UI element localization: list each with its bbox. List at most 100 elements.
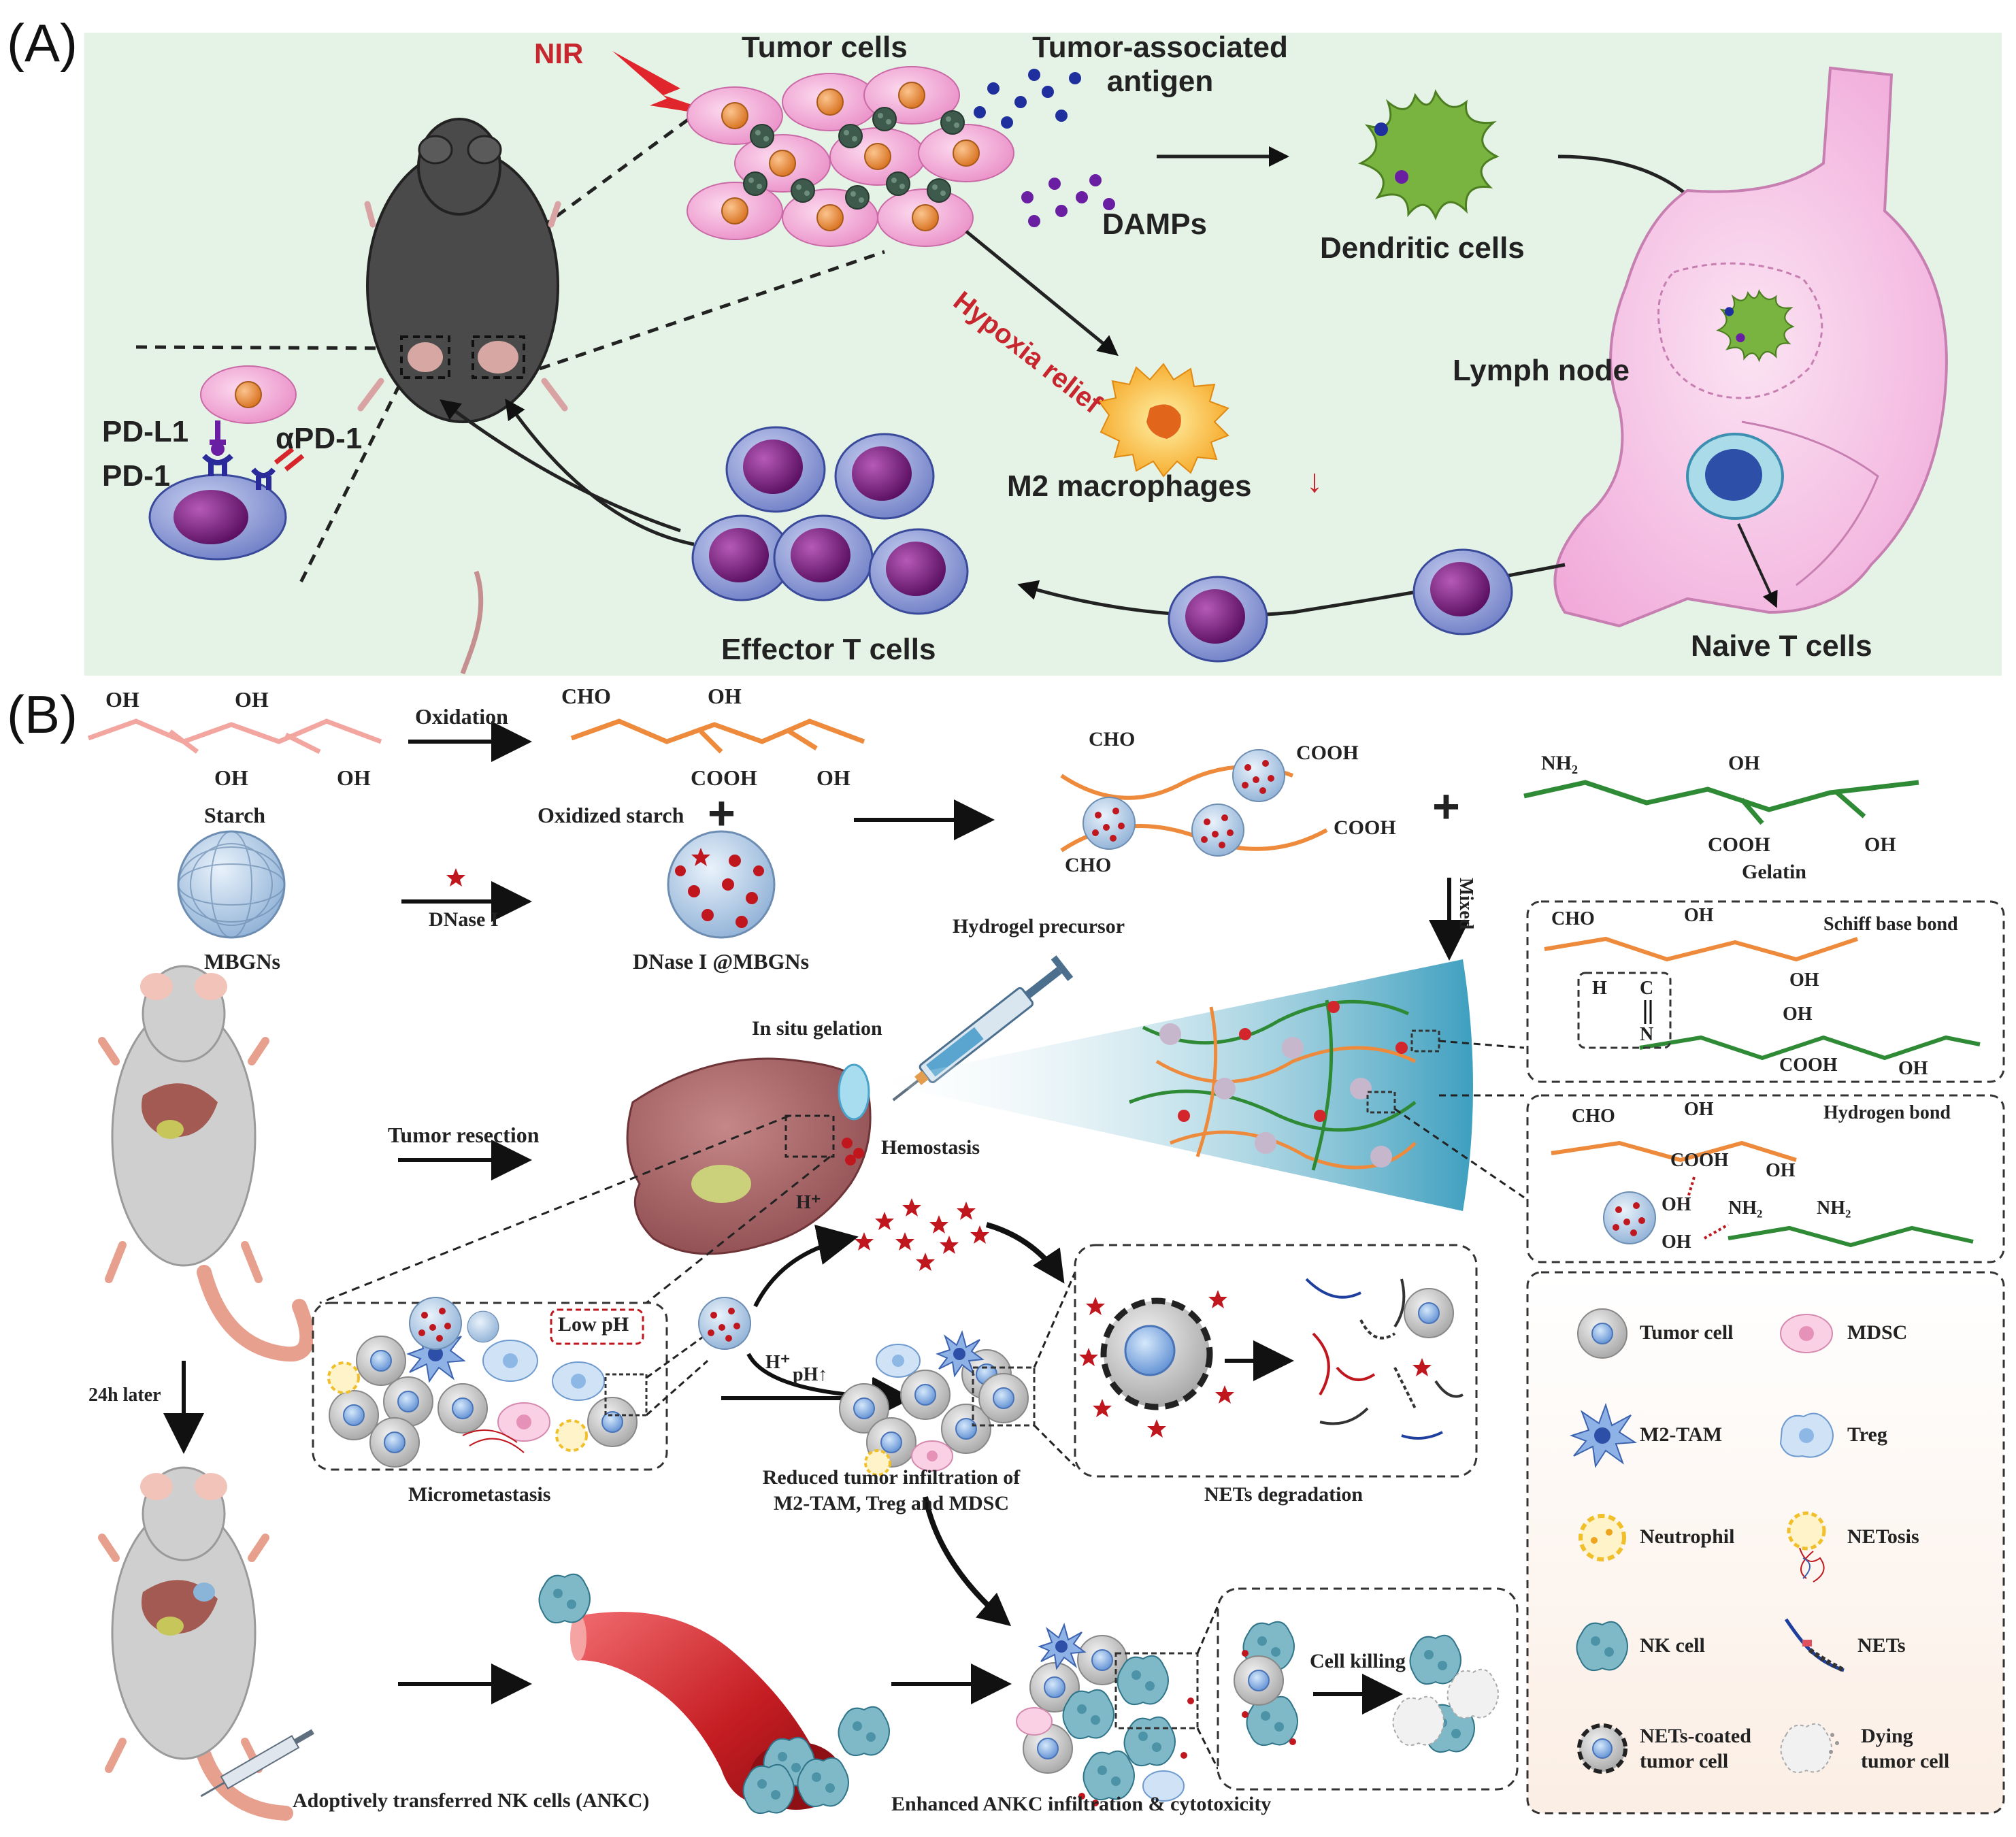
- mbgns-label: MBGNs: [204, 949, 280, 974]
- panel-b-graphics: [87, 718, 2005, 1821]
- oxidized-starch-chain: [570, 718, 865, 744]
- free-tumor-cell: [1404, 1288, 1454, 1338]
- gelatin-oh-1: OH: [1728, 752, 1760, 774]
- tumor-cells-label: Tumor cells: [742, 31, 908, 64]
- tumor-resection-label: Tumor resection: [388, 1123, 540, 1147]
- hbond-nh2-1: NH₂: [1728, 1197, 1763, 1219]
- hbond-oh-1: OH: [1684, 1099, 1714, 1120]
- nir-lightning-icon: [612, 51, 735, 119]
- schiff-oh-1: OH: [1684, 905, 1714, 926]
- schiff-base-bond-label: Schiff base bond: [1823, 914, 1958, 935]
- plus-sign-1: +: [708, 787, 736, 840]
- schiff-c: C: [1640, 978, 1654, 999]
- precursor-cho-1: CHO: [1089, 728, 1136, 750]
- legend-icons: [1569, 1308, 1845, 1774]
- naive-t-cells-label: Naive T cells: [1691, 629, 1872, 663]
- m2-macrophage-illustration: [1097, 363, 1229, 478]
- dendritic-cell-illustration: [1357, 89, 1500, 221]
- legend-nk-cell: NK cell: [1640, 1634, 1705, 1657]
- legend-m2-tam: M2-TAM: [1640, 1423, 1723, 1446]
- oxidized-cho: CHO: [561, 684, 611, 708]
- released-np: [698, 1297, 751, 1350]
- micrometastasis-cells: [327, 1297, 648, 1468]
- precursor-cooh-2: COOH: [1334, 816, 1396, 839]
- schiff-h: H: [1592, 978, 1607, 999]
- legend-neutrophil: Neutrophil: [1640, 1525, 1735, 1548]
- starch-oh-4: OH: [337, 765, 371, 790]
- panel-b-tag: (B): [7, 684, 78, 744]
- schiff-oh-3: OH: [1783, 1004, 1813, 1025]
- gelatin-label: Gelatin: [1742, 861, 1806, 883]
- legend-treg: Treg: [1847, 1423, 1887, 1446]
- anti-pd-1-label: αPD-1: [276, 422, 363, 455]
- syringe-illustration: [892, 955, 1074, 1102]
- precursor-cooh-1: COOH: [1296, 742, 1359, 764]
- degraded-nets-fragments: [1305, 1278, 1464, 1440]
- oxidized-starch-label: Oxidized starch: [538, 803, 684, 827]
- hemostasis-label: Hemostasis: [881, 1136, 980, 1159]
- hbond-oh-3: OH: [1662, 1194, 1691, 1215]
- dnase-mbgns-label: DNase I @MBGNs: [633, 949, 810, 974]
- ankc-label: Adoptively transferred NK cells (ANKC): [293, 1789, 650, 1812]
- albino-mouse-top: [98, 965, 315, 1362]
- m2-decrease-arrow: ↓: [1306, 463, 1323, 499]
- black-mouse-illustration: [357, 118, 568, 675]
- legend-box: [1526, 1271, 2005, 1815]
- m2-macrophages-label: M2 macrophages: [1007, 469, 1252, 503]
- hbond-cho: CHO: [1572, 1106, 1615, 1127]
- albino-mouse-bottom: [98, 1466, 314, 1821]
- dnase-label: DNase I: [429, 908, 499, 931]
- damps-label: DAMPs: [1102, 208, 1208, 241]
- arrow-effector-return-1: [440, 399, 681, 533]
- enhanced-infiltration-cluster: [1016, 1622, 1199, 1806]
- starch-chain: [87, 718, 382, 744]
- dnase-mbgn-sphere: [667, 830, 776, 939]
- reduced-infiltration-line1: Reduced tumor infiltration of: [762, 1466, 1021, 1489]
- gelatin-oh-2: OH: [1864, 833, 1896, 856]
- schiff-cho: CHO: [1551, 908, 1595, 929]
- reduced-infiltration-line2: M2-TAM, Treg and MDSC: [773, 1492, 1010, 1515]
- dendritic-cells-label: Dendritic cells: [1320, 231, 1525, 265]
- hbond-oh-2: OH: [1766, 1160, 1796, 1181]
- migrating-t-cell-1: [1412, 548, 1513, 635]
- arrow-to-enhanced: [923, 1496, 1012, 1627]
- ph-up-label: pH↑: [793, 1364, 828, 1385]
- legend-dying-line1: Dying: [1861, 1725, 1913, 1747]
- antigen-dots: [974, 69, 1081, 129]
- legend-dying-line2: tumor cell: [1861, 1750, 1950, 1772]
- hbond-cooh: COOH: [1670, 1150, 1729, 1171]
- damps-dots: [1021, 174, 1115, 227]
- starch-oh-1: OH: [105, 687, 139, 712]
- oxidized-oh-2: OH: [816, 765, 850, 790]
- blood-vessel-illustration: [538, 1573, 890, 1815]
- precursor-cho-2: CHO: [1065, 854, 1112, 876]
- arrow-effector-return-2: [505, 398, 695, 546]
- pd-1-label: PD-1: [102, 459, 171, 493]
- legend-netosis: NETosis: [1847, 1525, 1919, 1548]
- plus-sign-2: +: [1432, 780, 1460, 833]
- legend-mdsc: MDSC: [1847, 1321, 1908, 1344]
- effector-t-cells-label: Effector T cells: [721, 633, 936, 666]
- legend-nets-coated-line2: tumor cell: [1640, 1750, 1729, 1772]
- gelatin-nh2: NH₂: [1541, 752, 1578, 774]
- hydrogel-network: [1129, 999, 1440, 1171]
- micrometastasis-label: Micrometastasis: [408, 1483, 551, 1506]
- tumor-antigen-label-line2: antigen: [1106, 65, 1214, 98]
- oxidized-oh-1: OH: [708, 684, 742, 708]
- dnase-star: [446, 868, 465, 887]
- panel-a-graphics: [84, 33, 2002, 676]
- schiff-cooh: COOH: [1779, 1055, 1838, 1076]
- in-situ-gelation-label: In situ gelation: [752, 1017, 882, 1040]
- starch-oh-3: OH: [214, 765, 248, 790]
- mbgn-sphere: [177, 830, 286, 939]
- schiff-n: N: [1640, 1024, 1654, 1045]
- nets-degradation-label: NETs degradation: [1204, 1483, 1364, 1506]
- hydrogel-precursor-label: Hydrogel precursor: [953, 915, 1125, 938]
- migrating-t-cell-2: [1168, 576, 1268, 663]
- arrow-acid-release: [753, 1225, 859, 1308]
- starch-label: Starch: [204, 803, 266, 827]
- oxidation-label: Oxidation: [415, 704, 508, 729]
- cell-killing-label: Cell killing: [1310, 1650, 1406, 1672]
- mixed-label: Mixed: [1455, 878, 1476, 930]
